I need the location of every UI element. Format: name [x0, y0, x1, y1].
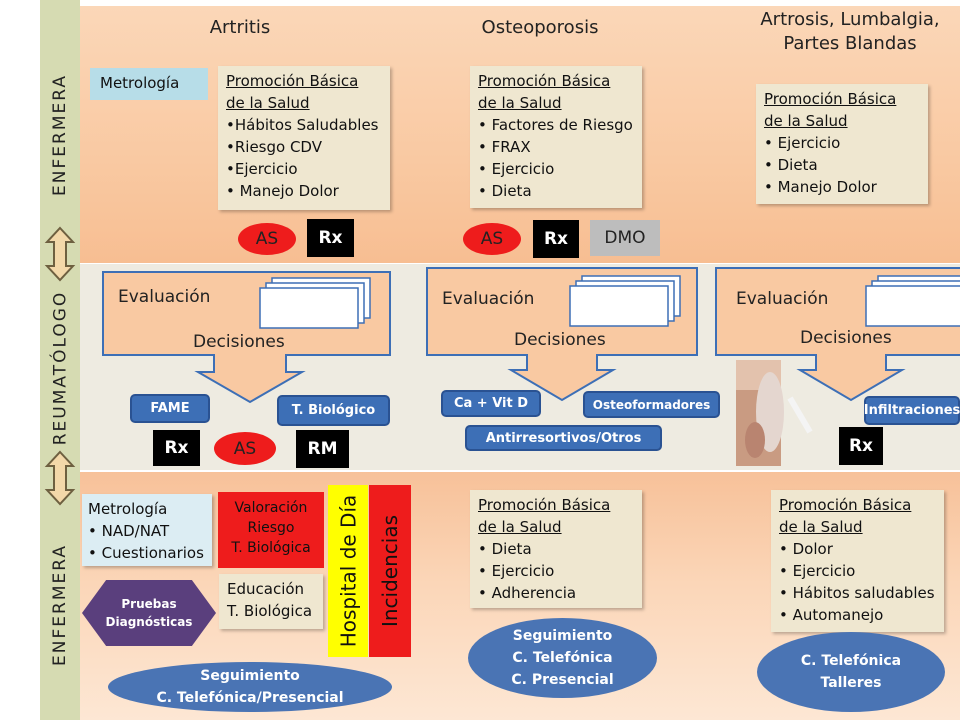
- evaluacion-label-osteoporosis: Evaluación: [442, 289, 535, 309]
- double-arrow-icon-top: [44, 226, 76, 282]
- valoracion-riesgo-box: Valoración Riesgo T. Biológica: [218, 492, 324, 568]
- hospital-de-dia-box: Hospital de Día: [328, 485, 368, 657]
- evaluacion-label-artritis: Evaluación: [118, 287, 211, 307]
- promo-box-artrosis-bottom: Promoción Básica de la Salud • Dolor • E…: [771, 490, 944, 632]
- ca-vit-d-option: Ca + Vit D: [441, 390, 541, 417]
- metrologia-label-top: Metrología: [90, 68, 208, 100]
- as-badge-osteoporosis-top: AS: [463, 223, 521, 255]
- promo-box-osteoporosis-bottom: Promoción Básica de la Salud • Dieta • E…: [470, 490, 642, 608]
- promo-box-artritis: Promoción Básica de la Salud •Hábitos Sa…: [218, 66, 390, 210]
- decisiones-label-osteoporosis: Decisiones: [514, 330, 606, 350]
- documents-icon-osteoporosis: [569, 275, 681, 327]
- promo-box-osteoporosis: Promoción Básica de la Salud • Factores …: [470, 66, 642, 208]
- seguimiento-osteoporosis-ellipse: Seguimiento C. Telefónica C. Presencial: [468, 618, 657, 698]
- fame-option: FAME: [130, 394, 210, 423]
- rx-badge-osteoporosis-top: Rx: [533, 220, 579, 258]
- infiltraciones-option: Infiltraciones: [864, 396, 960, 425]
- decisiones-label-artritis: Decisiones: [193, 332, 285, 352]
- rx-badge-artrosis-mid: Rx: [839, 427, 883, 465]
- seguimiento-artritis-ellipse: Seguimiento C. Telefónica/Presencial: [108, 662, 392, 712]
- osteoformadores-option: Osteoformadores: [583, 391, 720, 418]
- role-sidebar: ENFERMERA REUMATÓLOGO ENFERMERA: [40, 0, 80, 720]
- seguimiento-artrosis-ellipse: C. Telefónica Talleres: [757, 632, 945, 712]
- column-header-osteoporosis: Osteoporosis: [481, 17, 599, 38]
- rm-badge: RM: [296, 430, 349, 468]
- pruebas-diagnosticas-hexagon: Pruebas Diagnósticas: [82, 580, 216, 646]
- column-header-artrosis: Artrosis, Lumbalgia, Partes Blandas: [760, 9, 940, 54]
- as-badge-artritis-mid: AS: [214, 432, 276, 465]
- incidencias-box: Incidencias: [369, 485, 411, 657]
- promo-box-artrosis: Promoción Básica de la Salud • Ejercicio…: [756, 84, 928, 204]
- rx-badge-artritis-mid: Rx: [153, 430, 200, 466]
- injection-photo: [736, 360, 813, 466]
- t-biologico-option: T. Biológico: [277, 395, 390, 426]
- documents-icon-artritis: [259, 277, 371, 329]
- evaluacion-label-artrosis: Evaluación: [736, 289, 829, 309]
- decisiones-label-artrosis: Decisiones: [800, 328, 892, 348]
- rx-badge-artritis-top: Rx: [307, 219, 354, 257]
- column-header-artritis: Artritis: [209, 17, 271, 38]
- dmo-badge: DMO: [590, 220, 660, 256]
- as-badge-artritis-top: AS: [238, 223, 296, 255]
- educacion-box: Educación T. Biológica: [219, 574, 323, 629]
- documents-icon-artrosis: [865, 275, 960, 327]
- antirresortivos-option: Antirresortivos/Otros: [465, 425, 662, 451]
- metrologia-box-bottom: Metrología • NAD/NAT • Cuestionarios: [82, 494, 212, 566]
- double-arrow-icon-bottom: [44, 450, 76, 506]
